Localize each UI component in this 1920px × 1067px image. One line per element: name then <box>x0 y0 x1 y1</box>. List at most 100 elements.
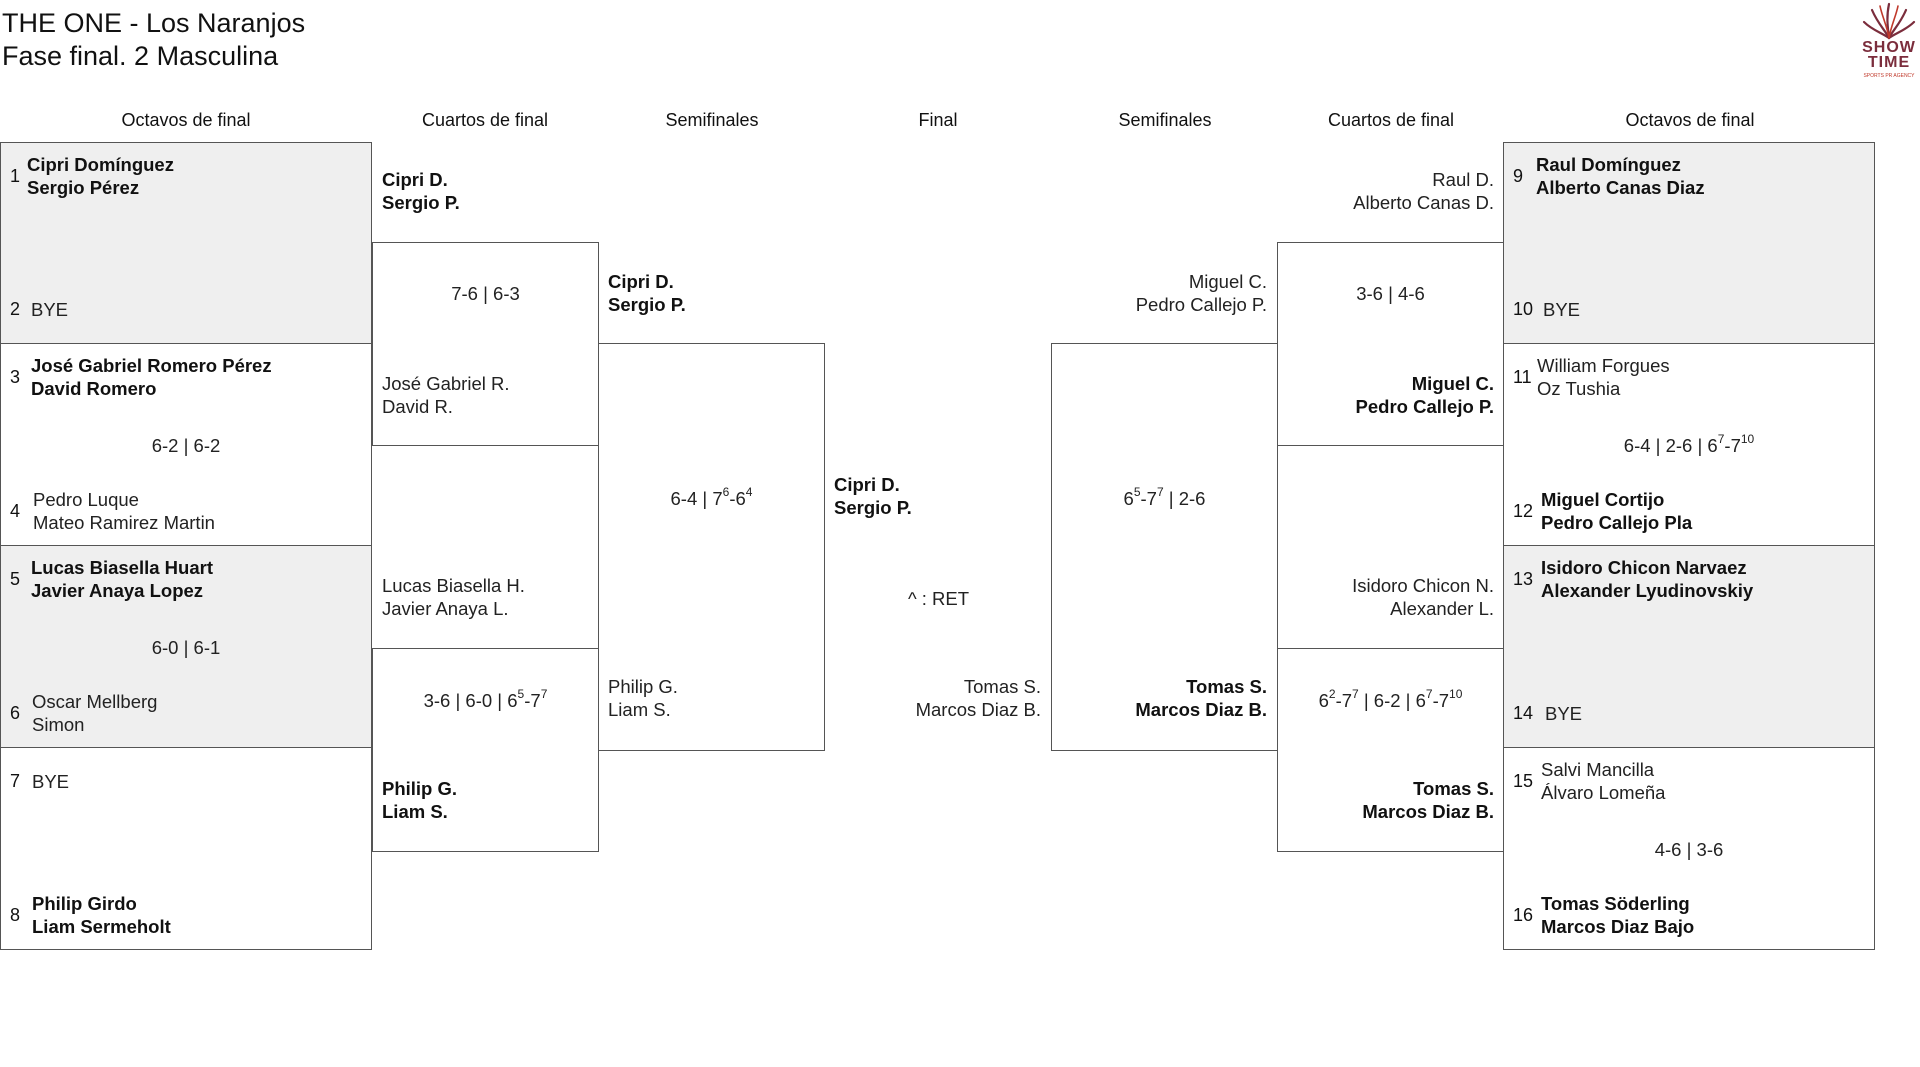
player-name: Javier Anaya Lopez <box>31 580 204 601</box>
player-name: Philip G. <box>382 778 458 799</box>
seed-number: 8 <box>10 905 21 925</box>
seed-number: 15 <box>1513 771 1534 791</box>
match-score: 6-4 | 2-6 | 67-710 <box>1623 431 1755 456</box>
match-box-left-r16-2 <box>0 343 372 546</box>
player-name: Alexander Lyudinovskiy <box>1541 580 1754 601</box>
match-score: 4-6 | 3-6 <box>1654 839 1724 860</box>
match-score: 6-0 | 6-1 <box>151 637 221 658</box>
seed-number: 12 <box>1513 501 1534 521</box>
seed-number: 14 <box>1513 703 1534 723</box>
player-name: Alberto Canas Diaz <box>1536 177 1705 198</box>
player-name: Tomas S. <box>1413 778 1494 799</box>
match-score: 3-6 | 4-6 <box>1356 283 1425 304</box>
fireworks-icon <box>1862 2 1916 40</box>
logo-text-show: SHOW <box>1862 39 1916 56</box>
player-name: Pedro Callejo P. <box>1135 294 1267 315</box>
bye-label: BYE <box>31 299 69 320</box>
seed-number: 9 <box>1513 166 1524 186</box>
player-name: Tomas Söderling <box>1541 893 1690 914</box>
match-box-left-r16-3 <box>0 545 372 748</box>
player-name: Alberto Canas D. <box>1353 192 1494 213</box>
header-right-qf: Cuartos de final <box>1327 110 1455 130</box>
match-box-right-r16-2 <box>1503 343 1875 546</box>
player-name: Mateo Ramirez Martin <box>33 512 215 533</box>
match-box-left-qf-1 <box>372 242 599 446</box>
match-box-right-r16-3 <box>1503 545 1875 748</box>
player-name: Isidoro Chicon N. <box>1352 575 1494 596</box>
player-name: Álvaro Lomeña <box>1541 782 1666 803</box>
match-box-left-r16-4 <box>0 747 372 950</box>
header-final: Final <box>918 110 958 130</box>
tournament-name: THE ONE - Los Naranjos <box>2 8 306 38</box>
match-score: 6-4 | 76-64 <box>670 484 753 509</box>
logo-tagline: SPORTS PR AGENCY <box>1863 73 1915 79</box>
match-box-left-sf <box>598 343 825 751</box>
player-name: Javier Anaya L. <box>382 598 509 619</box>
seed-number: 11 <box>1513 367 1532 387</box>
player-name: David Romero <box>31 378 157 399</box>
seed-number: 6 <box>10 703 21 723</box>
match-box-right-sf <box>1051 343 1278 751</box>
match-box-left-qf-2 <box>372 648 599 852</box>
final-note: ^ : RET <box>907 588 970 609</box>
player-name: Sergio P. <box>382 192 460 213</box>
player-name: Marcos Diaz B. <box>1135 699 1267 720</box>
match-score: 6-2 | 6-2 <box>151 435 221 456</box>
seed-number: 10 <box>1513 299 1534 319</box>
player-name: Sergio Pérez <box>27 177 140 198</box>
match-box-left-r16-1 <box>0 142 372 344</box>
bye-label: BYE <box>32 771 70 792</box>
logo-text-time: TIME <box>1867 54 1911 71</box>
player-name: Philip G. <box>608 676 678 697</box>
player-name: Raul D. <box>1432 169 1494 190</box>
player-name: Liam S. <box>608 699 671 720</box>
player-name: Miguel Cortijo <box>1541 489 1665 510</box>
player-name: Lucas Biasella Huart <box>31 557 213 578</box>
match-score: 65-77 | 2-6 <box>1123 484 1206 509</box>
seed-number: 16 <box>1513 905 1534 925</box>
match-score: 7-6 | 6-3 <box>451 283 520 304</box>
draw-name: Fase final. 2 Masculina <box>2 41 279 71</box>
seed-number: 13 <box>1513 569 1534 589</box>
match-box-right-r16-4 <box>1503 747 1875 950</box>
match-box-right-qf-2 <box>1277 648 1504 852</box>
showtime-logo: SHOW TIME SPORTS PR AGENCY <box>1858 0 1920 82</box>
seed-number: 3 <box>10 367 21 387</box>
player-name: Salvi Mancilla <box>1541 759 1655 780</box>
player-name: Miguel C. <box>1411 373 1494 394</box>
player-name: Marcos Diaz B. <box>1362 801 1494 822</box>
header-left-r16: Octavos de final <box>121 110 251 130</box>
player-name: José Gabriel Romero Pérez <box>31 355 272 376</box>
player-name: Marcos Diaz B. <box>915 699 1041 720</box>
seed-number: 5 <box>10 569 21 589</box>
player-name: Alexander L. <box>1390 598 1494 619</box>
player-name: Pedro Callejo P. <box>1355 396 1494 417</box>
player-name: Miguel C. <box>1188 271 1267 292</box>
player-name: Cipri D. <box>608 271 674 292</box>
header-right-r16: Octavos de final <box>1625 110 1755 130</box>
player-name: Lucas Biasella H. <box>382 575 525 596</box>
header-right-sf: Semifinales <box>1118 110 1212 130</box>
seed-number: 4 <box>10 501 21 521</box>
player-name: José Gabriel R. <box>382 373 510 394</box>
player-name: Liam Sermeholt <box>32 916 171 937</box>
seed-number: 1 <box>10 166 21 186</box>
player-name: Cipri D. <box>382 169 448 190</box>
bye-label: BYE <box>1545 703 1583 724</box>
player-name: Tomas S. <box>963 676 1041 697</box>
match-box-right-qf-1 <box>1277 242 1504 446</box>
player-name: Tomas S. <box>1186 676 1267 697</box>
player-name: Sergio P. <box>608 294 686 315</box>
player-name: Marcos Diaz Bajo <box>1541 916 1695 937</box>
match-score: 3-6 | 6-0 | 65-77 <box>423 686 548 711</box>
player-name: Cipri D. <box>834 474 900 495</box>
player-name: David R. <box>382 396 453 417</box>
player-name: Sergio P. <box>834 497 912 518</box>
player-name: Oscar Mellberg <box>32 691 158 712</box>
player-name: Cipri Domínguez <box>27 154 174 175</box>
player-name: Pedro Luque <box>33 489 139 510</box>
player-name: Liam S. <box>382 801 448 822</box>
header-left-qf: Cuartos de final <box>421 110 549 130</box>
match-score: 62-77 | 6-2 | 67-710 <box>1318 686 1463 711</box>
player-name: William Forgues <box>1537 355 1670 376</box>
